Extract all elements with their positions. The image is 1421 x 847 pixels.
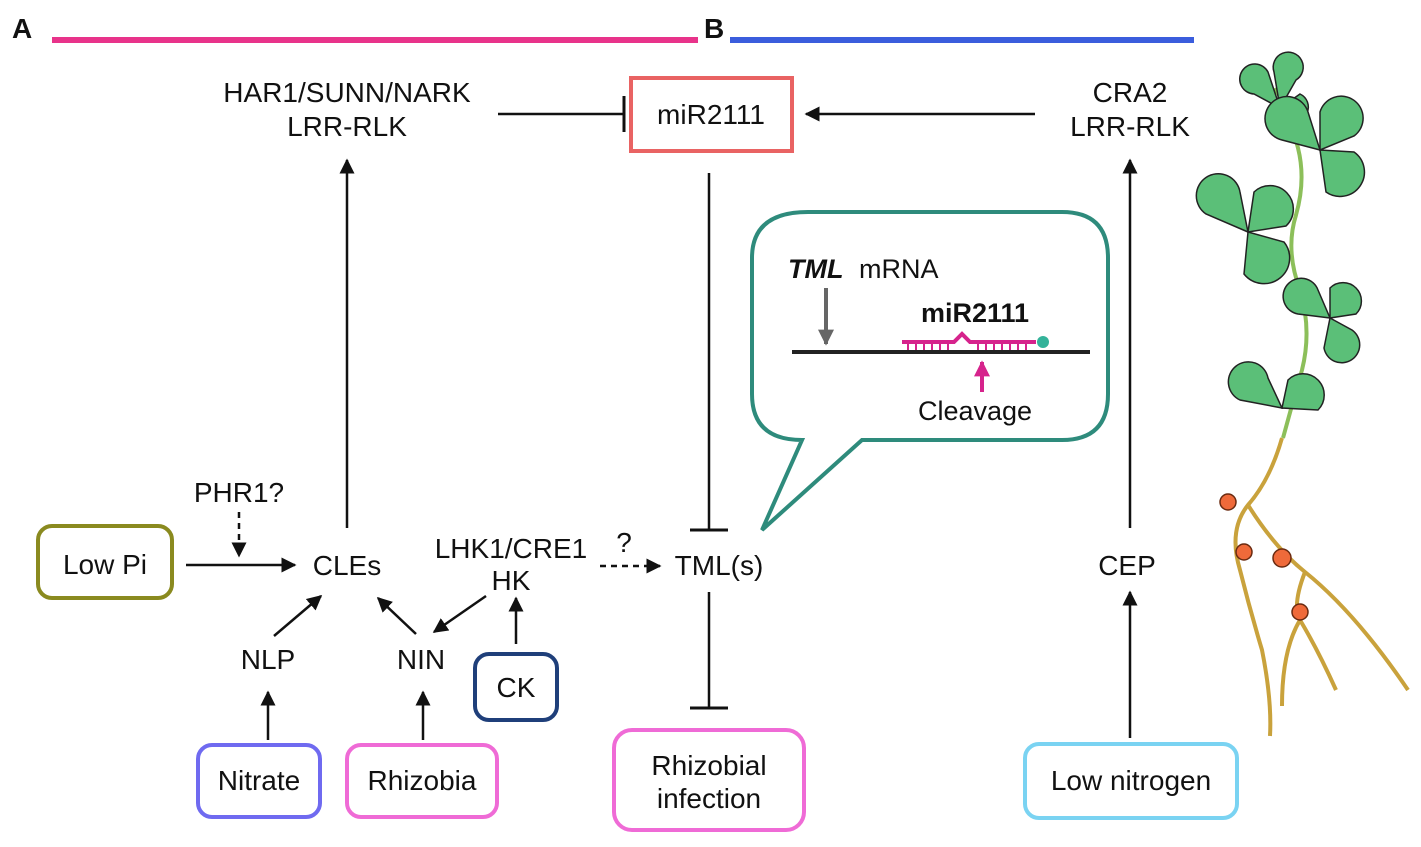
rhizobia-label: Rhizobia xyxy=(368,765,477,796)
leaf-pair-5 xyxy=(1227,361,1325,411)
base-pair-ticks xyxy=(907,344,1027,350)
rhizobia-box xyxy=(345,743,499,819)
mirna-strand xyxy=(902,331,1036,344)
bubble-mir2111-label: miR2111 xyxy=(921,298,1029,328)
tml-gene-name: TML xyxy=(788,254,843,284)
mir2111-label: miR2111 xyxy=(657,99,765,130)
nlp-to-cles-arrow xyxy=(273,595,323,637)
panel-b-label: B xyxy=(704,13,724,44)
unknown-link-question: ? xyxy=(616,527,632,558)
nitrate-box xyxy=(196,743,322,819)
tml-label: TML(s) xyxy=(675,550,764,581)
lhk1-label: LHK1/CRE1 xyxy=(435,533,588,564)
cleavage-label: Cleavage xyxy=(918,396,1032,426)
low-pi-label: Low Pi xyxy=(63,549,147,580)
har1-label: HAR1/SUNN/NARK xyxy=(223,77,471,108)
mrna-label: mRNA xyxy=(859,254,939,284)
mir2111-box xyxy=(629,76,794,153)
leaf-pair-4 xyxy=(1282,277,1363,364)
tml-cleavage-bubble xyxy=(750,210,1110,532)
leaf-pair-3 xyxy=(1195,173,1295,285)
cra2-type-label: LRR-RLK xyxy=(1070,111,1190,142)
lhk1-to-nin-arrow xyxy=(432,594,487,634)
lhk1-type-label: HK xyxy=(492,565,531,596)
panel-a-label: A xyxy=(12,13,32,44)
ck-label: CK xyxy=(497,672,536,703)
cles-label: CLEs xyxy=(313,550,381,581)
nin-to-cles-arrow xyxy=(376,596,417,635)
tml-mrna-label: TML mRNA xyxy=(788,254,939,284)
nin-label: NIN xyxy=(397,644,445,675)
root-nodules xyxy=(1219,493,1309,621)
infection-label-line2: infection xyxy=(657,783,761,814)
mirna-end-dot xyxy=(1037,336,1049,348)
nlp-label: NLP xyxy=(241,644,295,675)
plant-roots xyxy=(1233,437,1410,737)
leaf-pair-2 xyxy=(1264,95,1366,198)
rhizobial-infection-box xyxy=(612,728,806,832)
low-pi-box xyxy=(36,524,174,600)
nitrate-label: Nitrate xyxy=(218,765,300,796)
low-nitrogen-label: Low nitrogen xyxy=(1051,765,1211,796)
cep-label: CEP xyxy=(1098,550,1156,581)
ck-box xyxy=(473,652,559,722)
cra2-label: CRA2 xyxy=(1093,77,1168,108)
har1-type-label: LRR-RLK xyxy=(287,111,407,142)
infection-label-line1: Rhizobial xyxy=(651,750,766,781)
phr1-label: PHR1? xyxy=(194,477,284,508)
low-nitrogen-box xyxy=(1023,742,1239,820)
legume-plant-illustration xyxy=(1195,51,1410,737)
